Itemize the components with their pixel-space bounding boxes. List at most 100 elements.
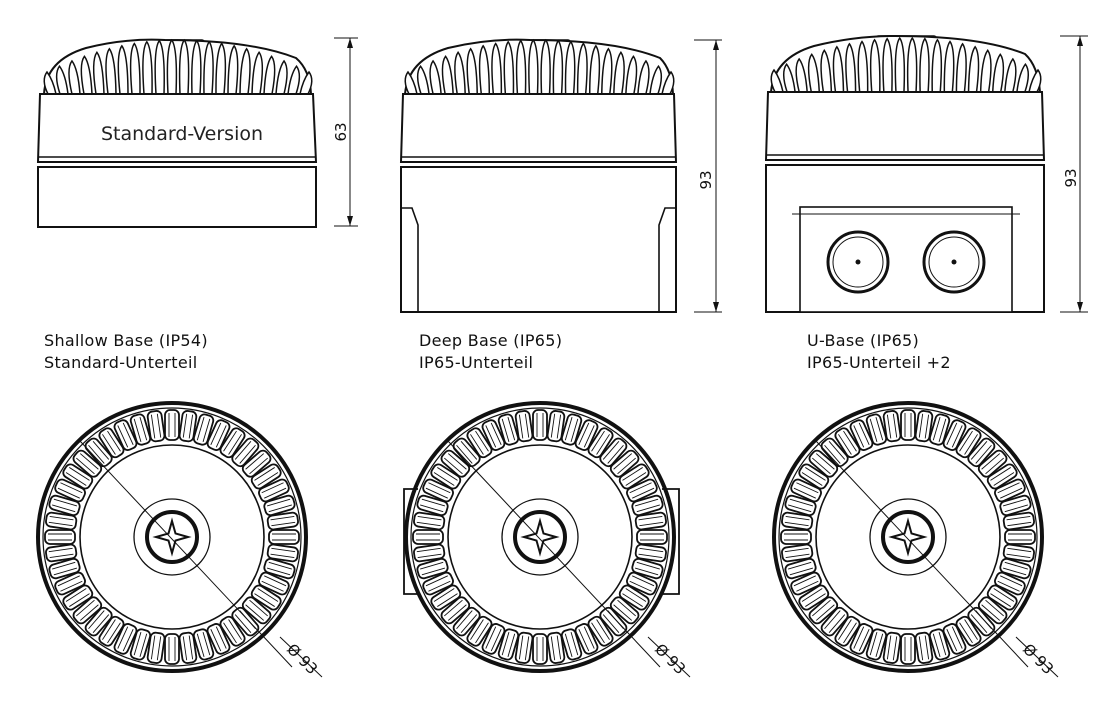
grille-louvre [72, 449, 103, 478]
grille-fin [215, 42, 227, 95]
grille-fin [515, 39, 527, 95]
grille-fin [43, 70, 57, 95]
grille-fin [857, 40, 869, 93]
grille-fin [80, 55, 93, 95]
grille-fin [894, 36, 906, 93]
grille-louvre [192, 413, 215, 446]
grille-louvre [618, 584, 650, 611]
grille-fin [154, 39, 165, 95]
grille-louvre [618, 463, 650, 490]
body-label: Standard-Version [101, 123, 263, 145]
grille-fin [906, 36, 918, 93]
grille-louvre [113, 623, 138, 655]
grille-louvre [865, 413, 888, 446]
inner-ring [815, 444, 1001, 630]
grille-fin [129, 42, 141, 95]
grille-louvre [250, 584, 282, 611]
grille-louvre [532, 409, 548, 441]
grille-louvre [98, 427, 125, 459]
grille-fin [92, 51, 105, 95]
grille-louvre [412, 529, 444, 545]
grille-louvre [631, 557, 664, 580]
grille-fin [782, 62, 796, 93]
grille-louvre [422, 571, 454, 596]
grille-louvre [258, 478, 290, 503]
grille-fin [661, 70, 675, 95]
grille-fin [637, 59, 650, 95]
grille-fin [68, 59, 81, 95]
grille-louvre [546, 410, 566, 443]
grille-louvre [164, 409, 180, 441]
grille-louvre [994, 478, 1026, 503]
grille-louvre [574, 419, 599, 451]
grille-fin [404, 70, 418, 95]
grille-louvre [129, 628, 152, 661]
star-icon [888, 517, 928, 557]
grille-fin [931, 38, 943, 93]
grille-louvre [416, 494, 449, 517]
grille-louvre [1004, 529, 1036, 545]
grille-louvre [452, 437, 481, 468]
grille-louvre [784, 557, 817, 580]
grille-louvre [820, 606, 849, 637]
grille-fin [203, 40, 214, 95]
grille-louvre [178, 631, 198, 664]
grille-fin [943, 40, 955, 93]
grille-fin [251, 51, 264, 95]
mounting-ear-left [403, 488, 418, 595]
grille-louvre [532, 633, 548, 665]
grille-fin [117, 44, 129, 95]
grille-louvre [430, 463, 462, 490]
grille-fin [466, 47, 478, 95]
grille-louvre [955, 615, 982, 647]
grille-louvre [999, 494, 1032, 517]
grille-louvre [146, 410, 166, 443]
caption-subtitle: IP65-Unterteil +2 [807, 353, 951, 372]
grille-louvre [928, 413, 951, 446]
grille-louvre [62, 463, 94, 490]
grille-louvre [266, 511, 299, 531]
grille-louvre [192, 628, 215, 661]
star-icon [520, 517, 560, 557]
grille-fin [967, 45, 980, 93]
grille-fin [299, 70, 313, 95]
caption-subtitle: Standard-Unterteil [44, 353, 198, 372]
grille-louvre [206, 623, 231, 655]
grille-louvre [900, 409, 916, 441]
grille-louvre [54, 478, 86, 503]
grille-louvre [466, 615, 493, 647]
diameter-dimension: Ø 93 [283, 640, 321, 678]
caption-title: U-Base (IP65) [807, 331, 920, 350]
grille-louvre [231, 606, 260, 637]
grille-louvre [219, 615, 246, 647]
grille-louvre [942, 623, 967, 655]
grille-louvre [914, 410, 934, 443]
grille-louvre [514, 410, 534, 443]
grille-fin [275, 59, 288, 95]
grille-fins [770, 36, 1042, 93]
grille-louvre [798, 463, 830, 490]
star-icon [152, 517, 192, 557]
grille-louvre [780, 529, 812, 545]
grille-louvre [900, 633, 916, 665]
grille-fin [649, 64, 663, 95]
grille-louvre [882, 410, 902, 443]
grille-louvre [781, 543, 814, 563]
grille-fin [528, 38, 539, 95]
grille-louvre [626, 571, 658, 596]
caption-title: Deep Base (IP65) [419, 331, 563, 350]
grille-fin [770, 68, 784, 93]
grille-louvre [808, 449, 839, 478]
height-dimension: 93 [1062, 168, 1080, 187]
caption-deep: Deep Base (IP65) IP65-Unterteil [419, 330, 562, 374]
grille-fin [191, 39, 202, 95]
grille-fin [429, 59, 442, 95]
grille-louvre [784, 494, 817, 517]
grille-louvre [977, 596, 1008, 625]
grille-fin [601, 47, 613, 95]
grille-louvre [481, 623, 506, 655]
grille-louvre [955, 427, 982, 459]
grille-louvre [790, 571, 822, 596]
grille-fin [142, 40, 153, 95]
grille-louvre [413, 511, 446, 531]
